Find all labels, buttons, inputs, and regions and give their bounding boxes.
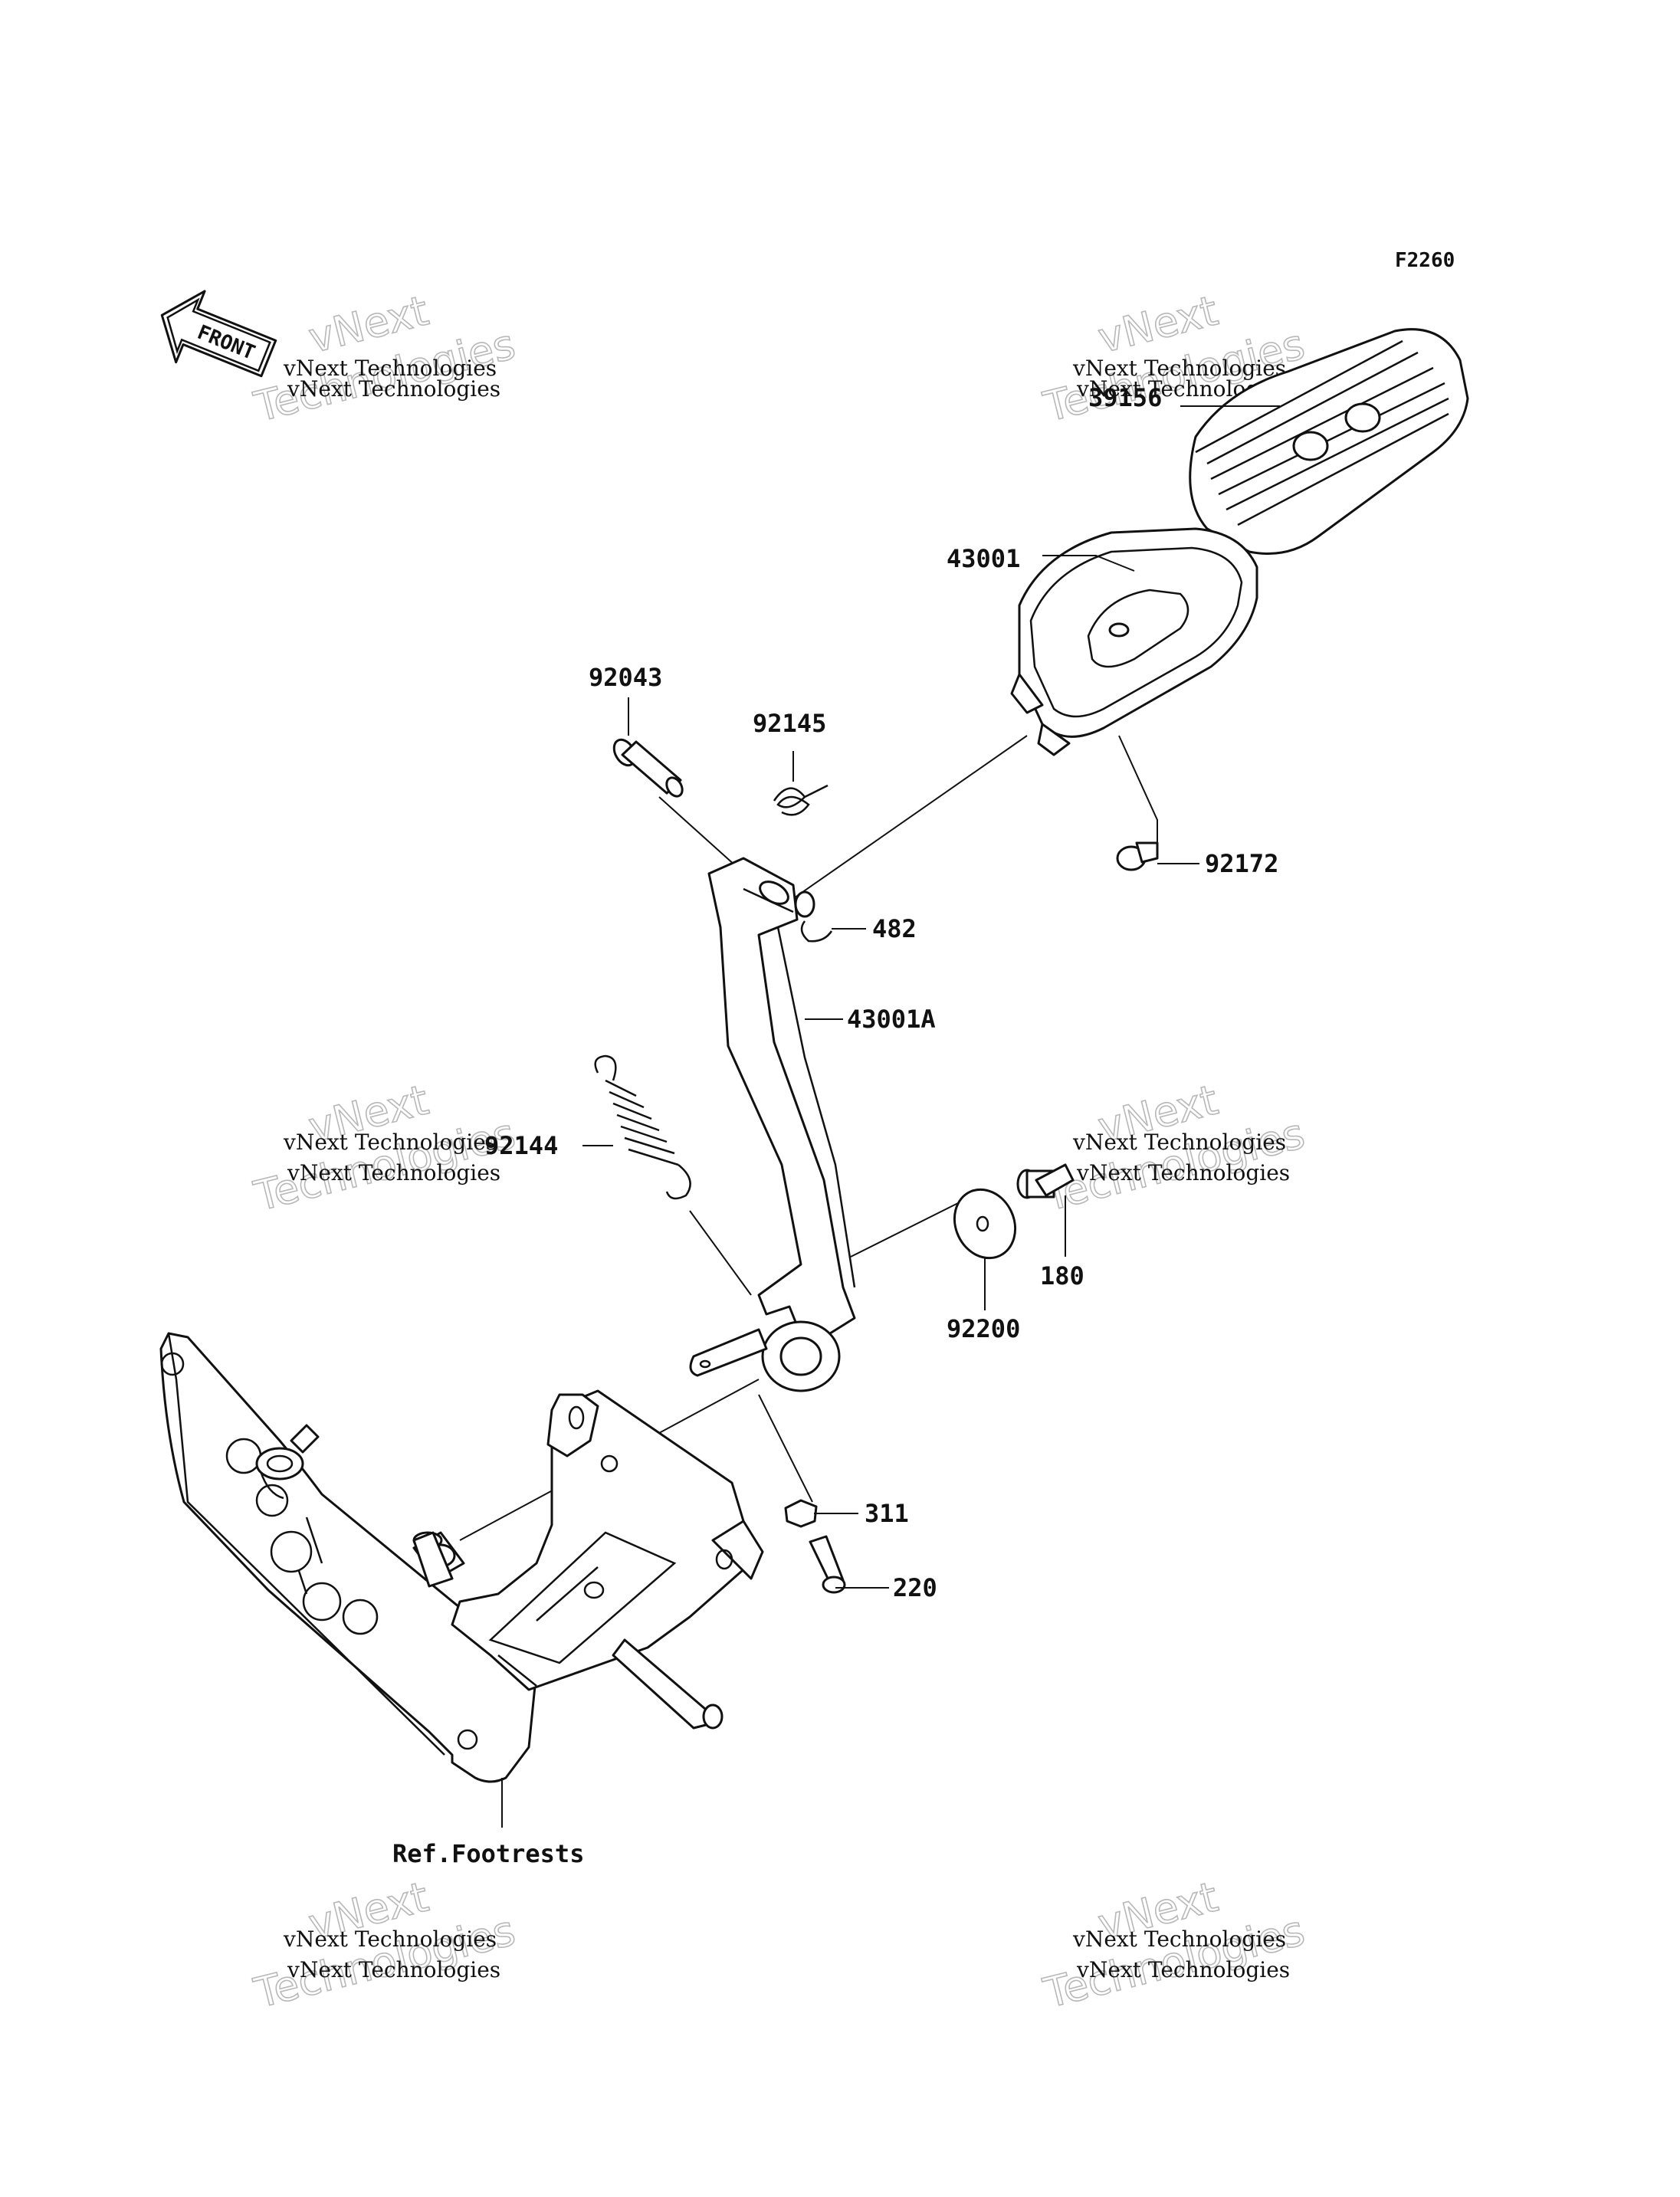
callout-92172: 92172: [1205, 849, 1278, 878]
watermark-text: vNext Technologies: [283, 356, 497, 381]
watermark-text: vNext Technologies: [283, 1926, 497, 1952]
figure-code: F2260: [1395, 249, 1455, 272]
callout-labels: 39156 43001 92043 92145 92172 482 43001A…: [392, 383, 1278, 1868]
watermark-text: vNext Technologies: [1076, 1957, 1290, 1982]
callout-180: 180: [1040, 1261, 1084, 1290]
watermark-text: vNext Technologies: [1072, 1130, 1286, 1155]
callout-482: 482: [872, 914, 917, 943]
callout-leaders: [582, 405, 1280, 1589]
watermark-text: vNext Technologies: [287, 1160, 500, 1185]
watermark-text: vNext Technologies: [287, 376, 500, 402]
watermark-text: vNext Technologies: [1072, 356, 1286, 381]
part-311-nut: [784, 1499, 818, 1528]
part-92200-washer: [953, 1188, 1017, 1260]
front-direction-arrow-icon: FRONT: [160, 290, 277, 378]
callout-43001A: 43001A: [847, 1005, 936, 1034]
part-220-bolt: [809, 1535, 846, 1594]
part-482-clip: [800, 920, 833, 943]
part-92172-bolt: [1116, 841, 1159, 871]
part-43001-brake-pedal-pad: [1010, 527, 1258, 756]
callout-92200: 92200: [947, 1314, 1020, 1343]
part-92145-spring: [773, 784, 829, 816]
callout-311: 311: [865, 1499, 909, 1528]
callout-ref-footrests: Ref.Footrests: [392, 1839, 584, 1868]
callout-92144: 92144: [484, 1131, 558, 1160]
part-92144-return-spring: [594, 1054, 691, 1200]
watermark-text: vNext Technologies: [287, 1957, 500, 1982]
callout-220: 220: [893, 1573, 937, 1602]
watermark-text: vNext Technologies: [1072, 1926, 1286, 1952]
part-39156-pad-rubber: [1189, 328, 1469, 555]
part-180-bolt: [1016, 1163, 1075, 1199]
footrest-bracket: [159, 1332, 764, 1828]
part-92043-pin: [612, 738, 684, 798]
callout-92145: 92145: [753, 709, 826, 738]
callout-39156: 39156: [1088, 383, 1162, 412]
watermark-text: vNext Technologies: [1076, 1160, 1290, 1185]
watermark-text: vNext Technologies: [283, 1130, 497, 1155]
part-43001A-brake-pedal-arm: [689, 857, 856, 1392]
callout-43001: 43001: [947, 544, 1020, 573]
callout-92043: 92043: [589, 663, 662, 692]
